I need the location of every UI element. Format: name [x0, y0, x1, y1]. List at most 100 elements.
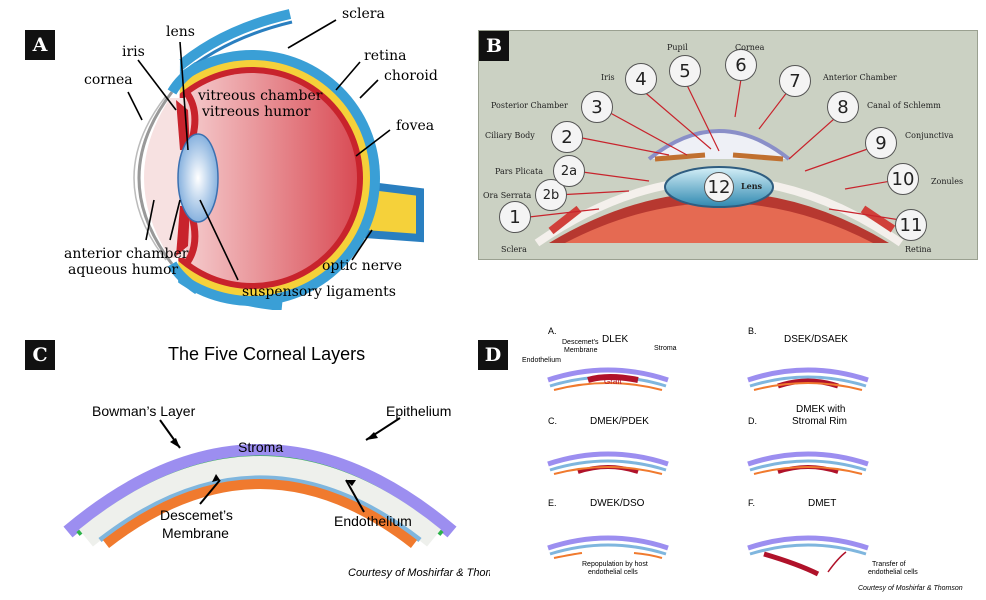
callout-label: Posterior Chamber — [491, 101, 568, 110]
d-letter-f: F. — [748, 498, 755, 508]
d-letter-b: B. — [748, 326, 757, 336]
callout-circle-11: 11 — [895, 209, 927, 241]
b-iris — [654, 152, 706, 162]
d-subpanel-f — [747, 535, 869, 577]
d-subpanel-c — [547, 451, 669, 475]
callout-label: Iris — [601, 73, 615, 82]
label-choroid: choroid — [384, 68, 438, 84]
callout-label: Anterior Chamber — [823, 73, 897, 82]
label-vitreous-humor: vitreous humor — [201, 104, 311, 120]
d-title-c: DMEK/PDEK — [590, 416, 649, 427]
panel-d-badge: D — [478, 340, 508, 370]
label-endothelium: Endothelium — [334, 513, 412, 529]
stroma-layer — [79, 456, 441, 547]
callout-label: Pupil — [667, 43, 688, 52]
callout-number: 8 — [837, 96, 849, 118]
b-muscle-left — [548, 205, 582, 235]
callout-number: 12 — [707, 176, 731, 198]
d-subpanel-e — [547, 535, 669, 559]
callout-label: Cornea — [735, 43, 765, 52]
label-optic-nerve: optic nerve — [322, 258, 402, 274]
label-suspensory-ligaments: suspensory ligaments — [242, 284, 396, 300]
label-retina: retina — [364, 48, 406, 64]
panel-b-badge: B — [479, 31, 509, 61]
d-subpanel-a — [547, 367, 669, 391]
callout-circle-5: 5 — [669, 55, 701, 87]
cornea-shape — [137, 91, 174, 265]
callout-label: Canal of Schlemm — [867, 101, 941, 110]
d-letter-d: D. — [748, 416, 757, 426]
callout-label: Ora Serrata — [483, 191, 532, 200]
panel-c: C The Five Corneal Layers Bowman’s Layer… — [20, 320, 490, 590]
callout-number: 11 — [899, 214, 923, 236]
d-title-b: DSEK/DSAEK — [784, 334, 848, 345]
d-letter-e: E. — [548, 498, 557, 508]
panel-a-badge: A — [25, 30, 55, 60]
label-bowmans: Bowman’s Layer — [92, 403, 196, 419]
label-descemets-2: Membrane — [162, 525, 229, 541]
label-lens: lens — [166, 24, 195, 40]
callout-number: 6 — [735, 54, 747, 76]
d-title-a: DLEK — [602, 334, 628, 345]
callout-number: 4 — [635, 68, 647, 90]
callout-number: 7 — [789, 70, 801, 92]
b-muscle-right — [860, 205, 896, 233]
panel-d: D — [478, 320, 976, 596]
d-letter-a: A. — [548, 326, 557, 336]
callout-label: Ciliary Body — [485, 131, 535, 140]
callout-circle-2: 2 — [551, 121, 583, 153]
d-dmet-note-1: Transfer of — [872, 561, 906, 568]
eye-anatomy-diagram: lens iris cornea sclera retina choroid v… — [64, 6, 438, 310]
callout-circle-4: 4 — [625, 63, 657, 95]
label-anterior-chamber: anterior chamber — [64, 246, 189, 262]
d-dlek-descemets-2: Membrane — [564, 347, 598, 354]
d-subpanel-b — [747, 367, 869, 391]
callout-circle-10: 10 — [887, 163, 919, 195]
callout-number: 5 — [679, 60, 691, 82]
callout-number: 2 — [561, 126, 573, 148]
callout-label: Retina — [905, 245, 932, 254]
endothelium-layer — [102, 479, 418, 548]
callout-label: Zonules — [931, 177, 964, 186]
d-dlek-descemets-1: Descemet’s — [562, 339, 599, 346]
callout-number: 10 — [891, 168, 915, 190]
b-cornea — [647, 129, 791, 161]
callout-label: Lens — [741, 181, 763, 191]
label-stroma: Stroma — [238, 439, 283, 455]
callout-number: 1 — [509, 206, 521, 228]
callout-label: Pars Plicata — [495, 167, 543, 176]
callout-circle-9: 9 — [865, 127, 897, 159]
callout-circle-6: 6 — [725, 49, 757, 81]
label-sclera: sclera — [342, 6, 385, 22]
callout-circle-7: 7 — [779, 65, 811, 97]
d-title-d: DMEK with — [796, 404, 845, 415]
label-fovea: fovea — [396, 118, 434, 134]
label-cornea: cornea — [84, 72, 133, 88]
keratoplasty-types-diagram: A. DLEK B. DSEK/DSAEK C. DMEK/PDEK D. DM… — [522, 326, 963, 592]
lens-shape — [177, 133, 219, 223]
label-iris: iris — [122, 44, 145, 60]
callout-circle-8: 8 — [827, 91, 859, 123]
d-dlek-graft: Graft — [604, 377, 623, 386]
descemet-layer — [98, 475, 422, 542]
panel-a: A — [20, 0, 460, 310]
muscle-top — [171, 9, 292, 74]
label-epithelium: Epithelium — [386, 403, 451, 419]
d-letter-c: C. — [548, 416, 557, 426]
d-dmet-note-2: endothelial cells — [868, 569, 918, 576]
panel-b: B — [478, 30, 978, 260]
corneal-layers-diagram: The Five Corneal Layers Bowman’s Layer E… — [63, 344, 490, 579]
callout-label: Sclera — [501, 245, 527, 254]
label-descemets-1: Descemet’s — [160, 507, 233, 523]
d-dlek-endothelium: Endothelium — [522, 357, 561, 364]
vitreous-chamber — [147, 73, 357, 283]
epithelium-layer — [63, 444, 457, 538]
d-credit: Courtesy of Moshirfar & Thomson — [858, 585, 963, 592]
callout-circle-1: 1 — [499, 201, 531, 233]
callout-circle-2a: 2a — [553, 155, 585, 187]
d-dlek-stroma: Stroma — [654, 345, 677, 352]
credit-c: Courtesy of Moshirfar & Thomson — [348, 567, 490, 579]
label-aqueous-humor: aqueous humor — [68, 262, 178, 278]
d-title-d-2: Stromal Rim — [792, 416, 847, 427]
d-title-e: DWEK/DSO — [590, 498, 645, 509]
